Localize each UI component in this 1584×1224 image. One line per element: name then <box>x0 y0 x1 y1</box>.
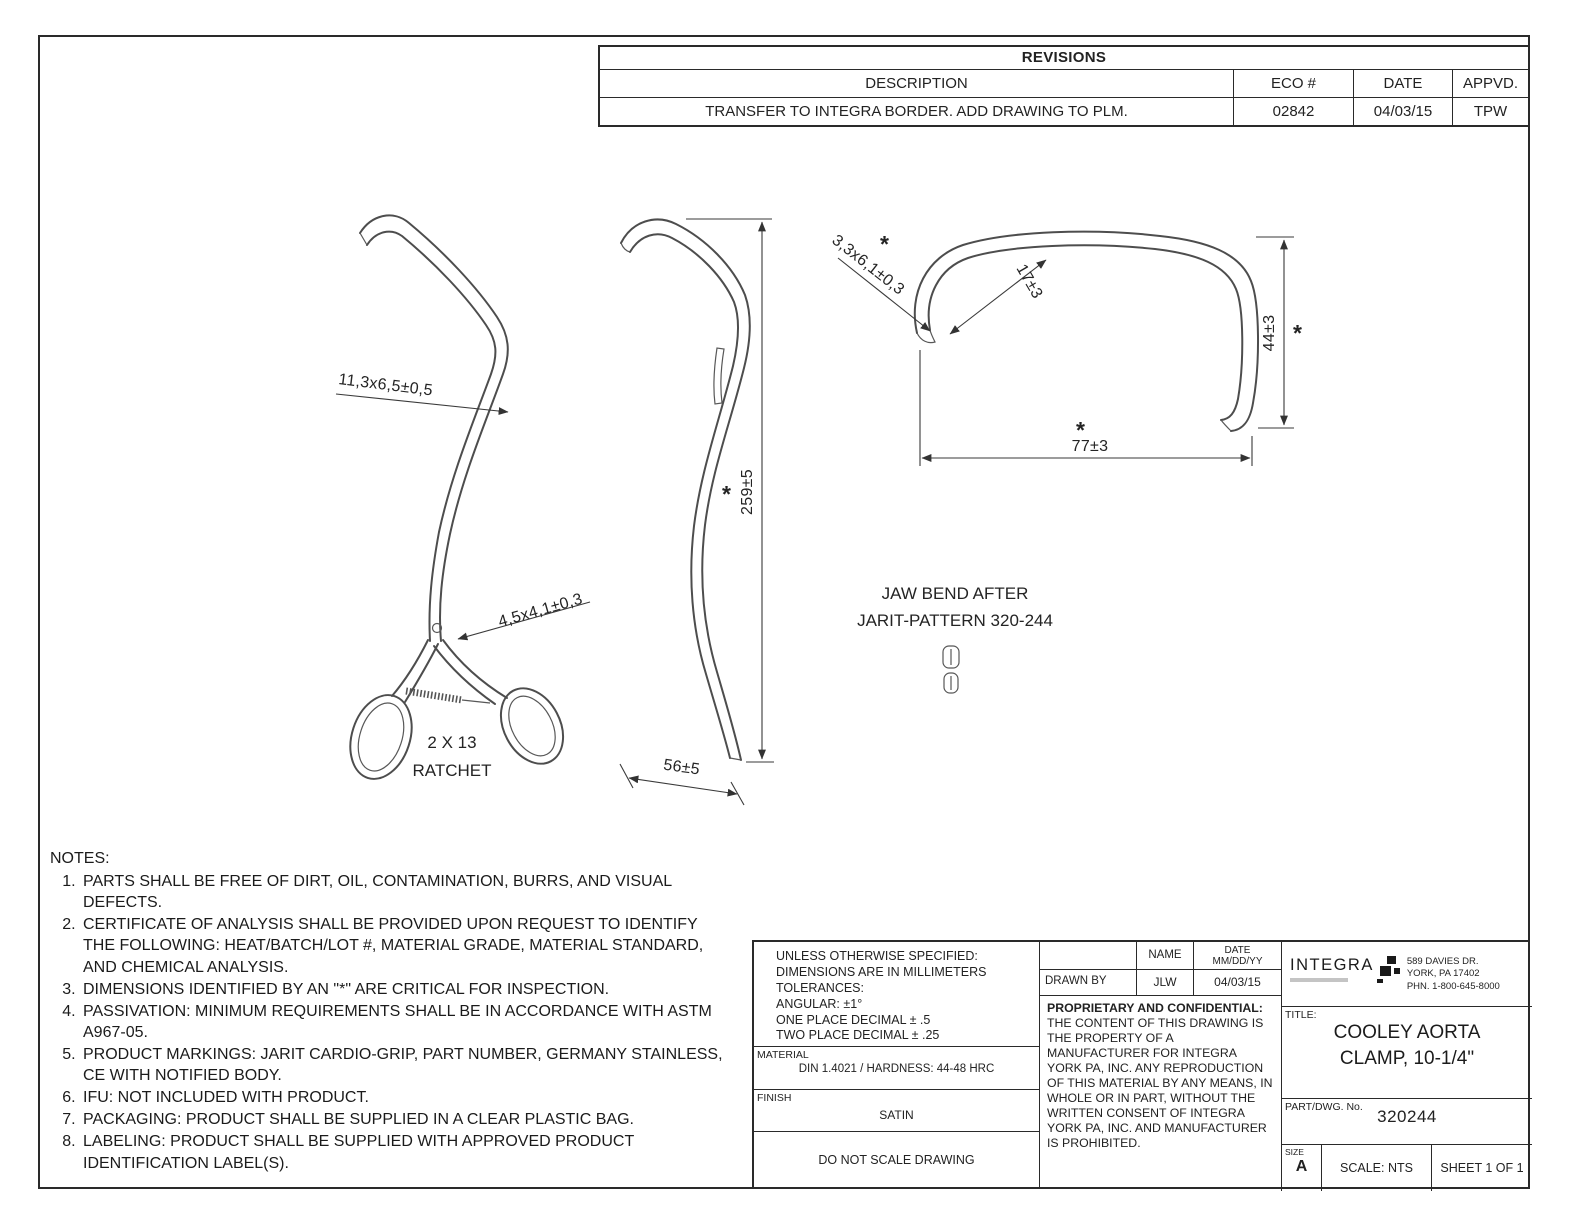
front-shaft-dimension: 4,5x4,1±0,3 <box>496 591 584 631</box>
side-length-dimension: 259±5 <box>739 469 756 515</box>
part-number-cell: PART/DWG. No. 320244 <box>1282 1099 1532 1145</box>
ratchet-label-line2: RATCHET <box>412 761 491 780</box>
proprietary-title: PROPRIETARY AND CONFIDENTIAL: <box>1047 1001 1263 1015</box>
jaw-view-drawing: 3,3x6,1±0,3 * 17±3 44±3 * 77±3 * JAW BEN… <box>829 230 1302 694</box>
revisions-data-row: TRANSFER TO INTEGRA BORDER. ADD DRAWING … <box>600 98 1528 125</box>
revisions-header-date: DATE <box>1354 70 1453 98</box>
size-value: A <box>1295 1158 1308 1175</box>
tolerance-line: TOLERANCES: <box>776 980 864 995</box>
notes-title: NOTES: <box>50 850 110 867</box>
note-item: LABELING: PRODUCT SHALL BE SUPPLIED WITH… <box>80 1131 726 1173</box>
company-logo-cell: INTEGRA 589 DAVIES DR. YORK, PA 17402 PH… <box>1282 942 1532 1007</box>
finish-label: FINISH <box>757 1092 792 1104</box>
front-view-drawing: 11,3x6,5±0,5 4,5x4,1±0,3 2 X 13 RATCHET <box>335 214 591 780</box>
side-view-drawing: 259±5 * 56±5 <box>619 218 774 806</box>
note-item: PACKAGING: PRODUCT SHALL BE SUPPLIED IN … <box>80 1109 726 1130</box>
notes-list: PARTS SHALL BE FREE OF DIRT, OIL, CONTAM… <box>50 871 726 1174</box>
proprietary-text: THE CONTENT OF THIS DRAWING IS THE PROPE… <box>1047 1016 1273 1150</box>
title-label: TITLE: <box>1285 1009 1317 1021</box>
tolerance-line: ANGULAR: ±1° <box>776 996 863 1011</box>
revision-description: TRANSFER TO INTEGRA BORDER. ADD DRAWING … <box>600 98 1234 125</box>
revisions-header-eco: ECO # <box>1234 70 1354 98</box>
jaw-height-dimension: 44±3 <box>1261 315 1278 352</box>
jaw-caption-line1: JAW BEND AFTER <box>882 584 1029 603</box>
revisions-header-description: DESCRIPTION <box>600 70 1234 98</box>
ratchet-label-line1: 2 X 13 <box>427 733 476 752</box>
material-value: DIN 1.4021 / HARDNESS: 44-48 HRC <box>798 1063 995 1075</box>
date-header-line2: MM/DD/YY <box>1212 956 1263 967</box>
jaw-depth-critical-marker: * <box>1076 417 1085 443</box>
note-item: IFU: NOT INCLUDED WITH PRODUCT. <box>80 1087 726 1108</box>
finish-value: SATIN <box>879 1108 914 1122</box>
tolerance-line: ONE PLACE DECIMAL ± .5 <box>776 1012 931 1027</box>
side-width-dimension: 56±5 <box>662 757 701 779</box>
finish-cell: FINISH SATIN <box>754 1090 1040 1132</box>
tolerance-line: TWO PLACE DECIMAL ± .25 <box>776 1028 940 1043</box>
date-header-line1: DATE <box>1224 945 1251 956</box>
revisions-table: REVISIONS DESCRIPTION ECO # DATE APPVD. … <box>598 45 1530 127</box>
note-item: CERTIFICATE OF ANALYSIS SHALL BE PROVIDE… <box>80 914 726 977</box>
tolerances-cell: UNLESS OTHERWISE SPECIFIED: DIMENSIONS A… <box>754 942 1040 1047</box>
revision-appvd: TPW <box>1473 103 1508 120</box>
jaw-height-critical-marker: * <box>1293 320 1302 346</box>
material-label: MATERIAL <box>757 1049 809 1061</box>
jaw-tip-detail-icon <box>942 645 960 694</box>
company-address: 589 DAVIES DR. YORK, PA 17402 PHN. 1-800… <box>1407 956 1500 993</box>
title-cell: TITLE: COOLEY AORTA CLAMP, 10-1/4" <box>1282 1007 1532 1099</box>
note-item: PASSIVATION: MINIMUM REQUIREMENTS SHALL … <box>80 1001 726 1043</box>
tolerance-line: UNLESS OTHERWISE SPECIFIED: <box>776 949 978 963</box>
name-header-cell: NAME <box>1137 942 1194 970</box>
jaw-tip-critical-marker: * <box>880 231 889 257</box>
revision-eco: 02842 <box>1234 98 1354 125</box>
part-number-value: 320244 <box>1377 1107 1437 1126</box>
revisions-header-appvd: APPVD. <box>1453 70 1528 98</box>
note-item: DIMENSIONS IDENTIFIED BY AN "*" ARE CRIT… <box>80 979 726 1000</box>
integra-logo-icon <box>1376 956 1400 983</box>
integra-tagline <box>1290 978 1348 982</box>
signature-blank-cell <box>1040 942 1137 970</box>
size-label: SIZE <box>1285 1147 1304 1157</box>
scale-cell: SCALE: NTS <box>1322 1145 1432 1191</box>
address-line3: PHN. 1-800-645-8000 <box>1406 980 1500 992</box>
jaw-caption-line2: JARIT-PATTERN 320-244 <box>857 611 1053 630</box>
drawn-by-name-cell: JLW <box>1137 970 1194 996</box>
do-not-scale-cell: DO NOT SCALE DRAWING <box>754 1132 1040 1187</box>
ratchet-teeth <box>405 687 463 704</box>
date-header-cell: DATE MM/DD/YY <box>1194 942 1282 970</box>
drawn-by-label-cell: DRAWN BY <box>1040 970 1137 996</box>
size-cell: SIZE A <box>1282 1145 1322 1191</box>
revisions-header-row: DESCRIPTION ECO # DATE APPVD. <box>600 70 1528 98</box>
address-line2: YORK, PA 17402 <box>1406 968 1480 980</box>
notes-section: NOTES: PARTS SHALL BE FREE OF DIRT, OIL,… <box>50 848 726 1175</box>
drawn-by-date-cell: 04/03/15 <box>1194 970 1282 996</box>
side-length-critical-marker: * <box>722 481 731 507</box>
revision-date: 04/03/15 <box>1354 98 1453 125</box>
jaw-tip-dimension: 3,3x6,1±0,3 <box>829 232 908 299</box>
drawing-title-line2: CLAMP, 10-1/4" <box>1339 1047 1475 1069</box>
sheet-cell: SHEET 1 OF 1 <box>1440 1161 1524 1175</box>
drawing-title-line1: COOLEY AORTA <box>1333 1022 1481 1043</box>
title-block: UNLESS OTHERWISE SPECIFIED: DIMENSIONS A… <box>752 940 1532 1191</box>
do-not-scale-text: DO NOT SCALE DRAWING <box>818 1152 975 1167</box>
address-line1: 589 DAVIES DR. <box>1406 956 1479 967</box>
note-item: PARTS SHALL BE FREE OF DIRT, OIL, CONTAM… <box>80 871 726 913</box>
part-number-label: PART/DWG. No. <box>1285 1101 1363 1113</box>
jaw-depth-dimension: 77±3 <box>1072 438 1109 455</box>
material-cell: MATERIAL DIN 1.4021 / HARDNESS: 44-48 HR… <box>754 1047 1040 1090</box>
company-name: INTEGRA <box>1290 956 1374 974</box>
proprietary-cell: PROPRIETARY AND CONFIDENTIAL: THE CONTEN… <box>1040 996 1282 1191</box>
note-item: PRODUCT MARKINGS: JARIT CARDIO-GRIP, PAR… <box>80 1044 726 1086</box>
tolerance-line: DIMENSIONS ARE IN MILLIMETERS <box>776 964 987 979</box>
revisions-title: REVISIONS <box>600 47 1528 70</box>
